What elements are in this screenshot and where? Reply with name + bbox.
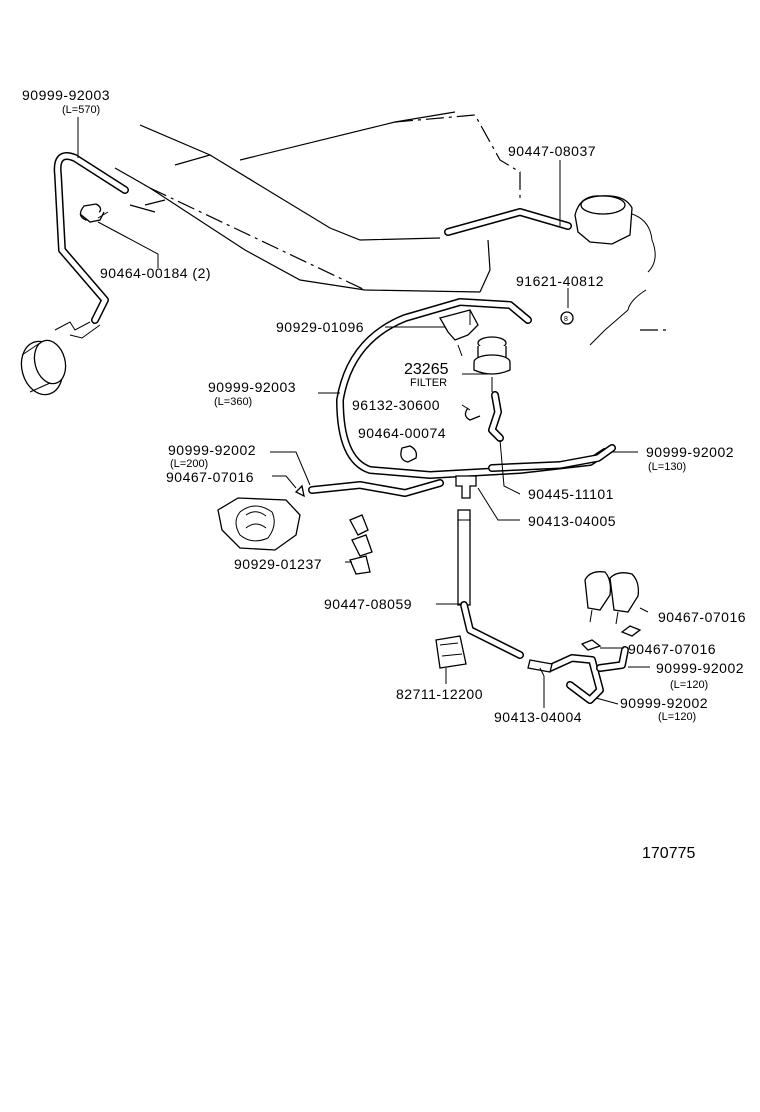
clamp-90929-01237 — [349, 514, 373, 575]
label-bracket: 90929-01096 — [276, 319, 364, 335]
engine-outline — [114, 111, 521, 293]
hose-90445-11101 — [488, 391, 504, 442]
union-90413-04005 — [455, 475, 477, 499]
label-hose-filter: 90445-11101 — [528, 486, 614, 502]
label-clip-left: 90467-07016 — [166, 469, 254, 485]
label-hose-right: 90999-92002 — [646, 444, 734, 460]
label-filter-word: FILTER — [410, 377, 447, 389]
label-clamp-upper-left: 90464-00184 (2) — [100, 265, 211, 281]
plug-91621-40812: 8 — [560, 311, 574, 325]
label-hose-right-a-length: (L=120) — [670, 679, 708, 691]
label-hose-right-b-length: (L=120) — [658, 711, 696, 723]
clip-90467-07016-right — [580, 625, 642, 651]
label-plug: 91621-40812 — [516, 273, 604, 289]
hose-90447-08059 — [457, 509, 524, 659]
label-clip-96132: 96132-30600 — [352, 397, 440, 413]
label-union-upper: 90413-04005 — [528, 513, 616, 529]
part-labels: 90999-92003 (L=570) 90464-00184 (2) 9044… — [22, 87, 746, 862]
label-filter-part: 23265 — [404, 361, 449, 378]
filter-23265 — [473, 336, 511, 392]
hose-90447-08037 — [444, 208, 572, 236]
clamp-90464-00074 — [400, 445, 418, 463]
label-clamp-mid: 90464-00074 — [358, 425, 446, 441]
label-clamp-bracket: 90929-01237 — [234, 556, 322, 572]
label-hose-top-right: 90447-08037 — [508, 143, 596, 159]
intake-boss — [217, 497, 301, 551]
label-hose-right-b: 90999-92002 — [620, 695, 708, 711]
label-hose-left: 90999-92002 — [168, 442, 256, 458]
label-hose-loop: 90999-92003 — [208, 379, 296, 395]
label-vsv: 82711-12200 — [396, 686, 483, 702]
union-90413-04004 — [527, 659, 553, 677]
egr-valve — [574, 195, 670, 346]
label-hose-upper-left-length: (L=570) — [62, 104, 100, 116]
label-hose-upper-left: 90999-92003 — [22, 87, 110, 103]
label-union-lower: 90413-04004 — [494, 709, 582, 725]
vsv-pair-right — [584, 571, 640, 625]
label-clip-right-upper: 90467-07016 — [658, 609, 746, 625]
label-hose-loop-length: (L=360) — [214, 396, 252, 408]
label-hose-vertical: 90447-08059 — [324, 596, 412, 612]
diagram-number: 170775 — [642, 845, 695, 862]
hose-90999-92002-left — [308, 479, 444, 497]
label-hose-left-length: (L=200) — [170, 458, 208, 470]
vsv-82711-12200 — [435, 635, 467, 669]
clamp-90464-00184 — [79, 203, 109, 223]
hose-90999-92003-loop — [336, 298, 616, 479]
clip-96132-30600 — [464, 407, 481, 421]
hoses-90999-92002-lower-right — [546, 646, 629, 704]
label-hose-right-a: 90999-92002 — [656, 660, 744, 676]
leader-lines — [77, 117, 650, 708]
label-hose-right-length: (L=130) — [648, 461, 686, 473]
svg-text:8: 8 — [564, 316, 568, 323]
bracket-90929-01096 — [439, 309, 479, 357]
hose-90999-92003-upper-left — [20, 152, 129, 396]
label-clip-right-lower: 90467-07016 — [628, 641, 716, 657]
clip-90467-07016-left — [294, 484, 305, 498]
